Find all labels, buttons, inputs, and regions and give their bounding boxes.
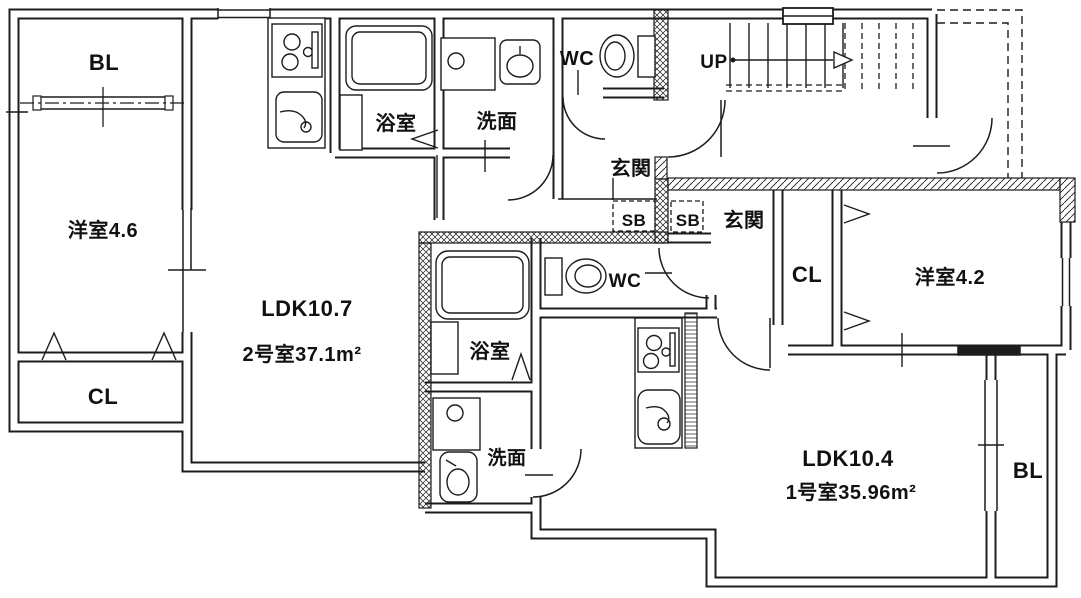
upper-floor-dashed-outline — [937, 9, 1023, 178]
windows — [182, 7, 1071, 511]
party-wall-horizontal — [418, 231, 669, 244]
hall1-ldk-door — [717, 317, 771, 371]
party-wall-stair-lower — [654, 178, 669, 244]
label-closet-unit1: CL — [792, 262, 822, 287]
label-area-unit2: 2号室37.1m² — [243, 342, 362, 366]
label-room-unit2: 洋室4.6 — [68, 218, 138, 242]
sliding-panel-room42 — [957, 345, 1021, 356]
up-arrow-origin — [730, 57, 736, 63]
closet2-fold-left — [41, 331, 67, 361]
bath1-fold-door — [511, 351, 531, 381]
label-stairs-up: UP — [700, 52, 727, 73]
closet2-fold-right — [151, 331, 177, 361]
bath1-counter — [430, 321, 459, 375]
balcony2-railing — [20, 87, 186, 127]
bath2-fold-door — [409, 129, 439, 149]
label-ldk-unit1: LDK10.4 — [802, 446, 894, 471]
sliding-door-room46 — [182, 208, 192, 332]
up-arrow-head — [833, 50, 854, 70]
party-wall-stair-mid — [654, 156, 668, 180]
washroom-unit1 — [432, 397, 481, 503]
bathroom-unit1 — [430, 250, 530, 375]
wash1-door — [532, 448, 582, 498]
folding-doors — [41, 129, 872, 381]
kitchen2-sink — [275, 91, 323, 143]
shoeboxes — [612, 200, 704, 233]
label-balcony-unit2: BL — [89, 50, 119, 75]
entrance-door-unit2 — [667, 99, 726, 158]
exterior-wall-corner — [1059, 177, 1076, 223]
kitchen2-faucet — [279, 109, 307, 129]
label-shoebox-unit2: SB — [622, 211, 647, 230]
label-balcony-unit1: BL — [1013, 458, 1043, 483]
label-wash-unit2: 洗面 — [477, 110, 518, 133]
closet1-fold-bottom — [843, 311, 872, 331]
toilet-unit1 — [544, 257, 607, 296]
toilet2-tank — [637, 35, 656, 78]
label-wash-unit1: 洗面 — [487, 446, 526, 469]
labels: BL 洋室4.6 CL LDK10.7 2号室37.1m² 浴室 洗面 WC 玄… — [68, 48, 1043, 504]
wc1-door — [658, 247, 710, 299]
kitchen-unit1 — [634, 317, 683, 449]
bath2-counter — [339, 94, 363, 151]
kitchen1-faucet — [645, 405, 670, 424]
label-wc-unit1: WC — [609, 271, 642, 292]
window-top-unit2 — [217, 8, 271, 19]
window-room42 — [1061, 258, 1071, 306]
shoebox-unit1-box — [670, 200, 704, 233]
shoebox-unit2-box — [612, 200, 656, 232]
wc2-door — [562, 96, 606, 140]
label-ldk-unit2: LDK10.7 — [261, 296, 353, 321]
label-wc-unit2: WC — [560, 48, 594, 70]
bathroom-unit2 — [339, 25, 433, 151]
washroom-unit2 — [440, 37, 541, 91]
walls — [8, 8, 1072, 588]
doors — [507, 96, 993, 498]
label-room-unit1: 洋室4.2 — [915, 265, 985, 289]
label-closet-unit2: CL — [88, 384, 118, 409]
detail-lines — [6, 70, 1004, 476]
label-bath-unit2: 浴室 — [376, 111, 417, 135]
label-area-unit1: 1号室35.96m² — [786, 480, 917, 504]
toilet-unit2 — [599, 34, 656, 78]
label-bath-unit1: 浴室 — [470, 339, 511, 363]
party-wall-stair-upper — [653, 9, 669, 101]
label-shoebox-unit1: SB — [676, 211, 701, 230]
exterior-wall-hatched — [667, 177, 1061, 191]
toilet1-tank — [544, 257, 563, 296]
entrance-door-unit1 — [936, 117, 993, 174]
kitchen-unit2 — [267, 17, 326, 149]
party-wall-vertical — [418, 242, 432, 509]
kitchen1-sink — [637, 389, 681, 445]
closet1-fold-top — [843, 204, 872, 224]
label-entrance-unit1: 玄関 — [724, 208, 765, 232]
wash2-door — [507, 154, 554, 201]
kitchen-partition — [684, 312, 698, 449]
staircase — [726, 23, 914, 92]
label-entrance-unit2: 玄関 — [611, 156, 652, 180]
